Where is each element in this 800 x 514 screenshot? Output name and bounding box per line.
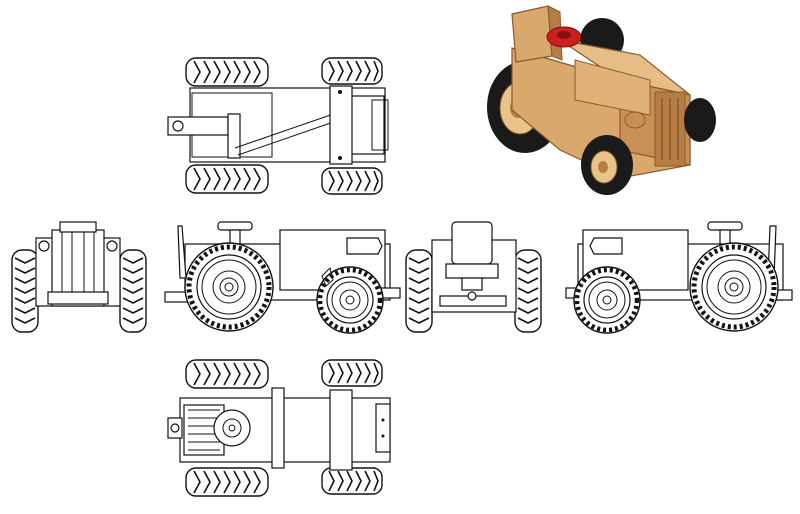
- left-side-view: [164, 221, 401, 333]
- top-view: [167, 57, 389, 195]
- rear-view: [405, 221, 542, 333]
- right-side-view: [565, 221, 793, 333]
- front-view: [11, 221, 147, 333]
- isometric-view: [487, 5, 716, 195]
- bottom-view: [167, 359, 391, 497]
